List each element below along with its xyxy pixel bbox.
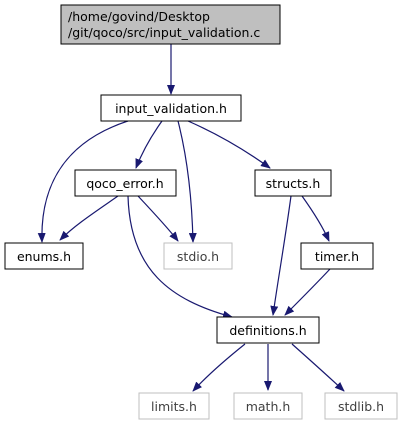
node-structs[interactable]: structs.h — [254, 169, 332, 197]
node-input-validation-label[interactable]: input_validation.h — [115, 101, 227, 116]
node-input-validation[interactable]: input_validation.h — [100, 94, 242, 122]
node-timer[interactable]: timer.h — [300, 242, 374, 270]
node-input-validation-box[interactable] — [100, 94, 242, 122]
node-qoco-error-box[interactable] — [74, 169, 177, 197]
node-qoco-error[interactable]: qoco_error.h — [74, 169, 177, 197]
node-stdio-label: stdio.h — [177, 249, 219, 264]
edge-timer-to-definitions — [284, 268, 331, 316]
edge-qoco-error-to-definitions — [127, 195, 233, 319]
edges — [37, 44, 345, 392]
node-stdio: stdio.h — [163, 242, 233, 270]
node-definitions-box[interactable] — [216, 316, 320, 344]
node-enums[interactable]: enums.h — [4, 242, 84, 270]
node-structs-box[interactable] — [254, 169, 332, 197]
edge-input-validation-to-qoco-error — [135, 120, 163, 169]
edge-structs-to-timer — [301, 195, 330, 242]
edge-input-validation-to-stdio — [177, 120, 197, 243]
node-math-label: math.h — [246, 399, 291, 414]
node-limits-box — [138, 392, 210, 420]
edge-definitions-to-stdlib — [291, 343, 345, 392]
edge-qoco-error-to-stdio — [137, 195, 179, 242]
node-root-file: /home/govind/Desktop /git/qoco/src/input… — [60, 4, 281, 45]
node-definitions[interactable]: definitions.h — [216, 316, 320, 344]
node-stdlib-box — [324, 392, 398, 420]
node-structs-label[interactable]: structs.h — [266, 176, 321, 191]
edge-structs-to-definitions — [270, 195, 292, 316]
node-root-line2: /git/qoco/src/input_validation.c — [68, 25, 260, 40]
node-timer-label[interactable]: timer.h — [315, 249, 359, 264]
node-qoco-error-label[interactable]: qoco_error.h — [86, 176, 163, 191]
node-enums-label[interactable]: enums.h — [17, 249, 71, 264]
node-root-line1: /home/govind/Desktop — [68, 9, 210, 24]
edge-input-validation-to-structs — [187, 120, 271, 169]
edge-input-validation-to-enums — [37, 120, 129, 243]
edge-qoco-error-to-enums — [59, 195, 119, 241]
node-definitions-label[interactable]: definitions.h — [229, 323, 306, 338]
node-limits: limits.h — [138, 392, 210, 420]
node-stdlib-label: stdlib.h — [338, 399, 384, 414]
node-math-box — [233, 392, 303, 420]
node-root-box — [60, 4, 281, 45]
node-limits-label: limits.h — [151, 399, 197, 414]
node-stdlib: stdlib.h — [324, 392, 398, 420]
edge-definitions-to-limits — [192, 343, 246, 392]
node-enums-box[interactable] — [4, 242, 84, 270]
node-math: math.h — [233, 392, 303, 420]
node-timer-box[interactable] — [300, 242, 374, 270]
node-stdio-box — [163, 242, 233, 270]
